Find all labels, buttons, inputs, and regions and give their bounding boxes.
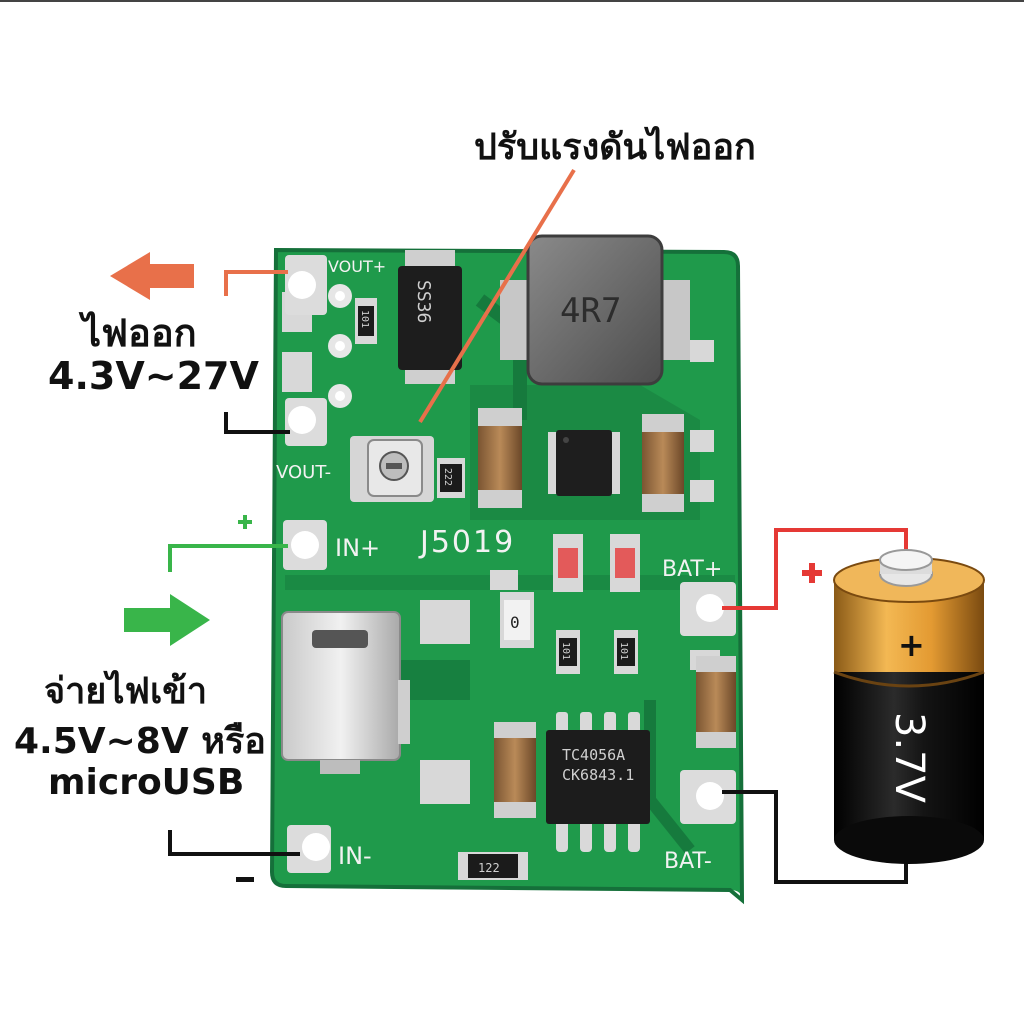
svg-text:122: 122 — [478, 861, 500, 875]
ic-marking-1: TC4056A — [562, 746, 625, 764]
charger-ic: TC4056A CK6843.1 — [546, 712, 650, 852]
adjust-output-title: ปรับแรงดันไฟออก — [474, 127, 756, 168]
input-title: จ่ายไฟเข้า — [44, 671, 208, 712]
ic-marking-2: CK6843.1 — [562, 766, 634, 784]
resistor-101-right: 101 — [614, 630, 638, 674]
inductor-marking: 4R7 — [560, 291, 621, 331]
resistor-101-top: 101 — [355, 298, 377, 344]
battery-plus-wire-mark-v — [809, 563, 815, 583]
input-plus-mark-v — [243, 515, 247, 529]
battery: + 3.7V — [833, 549, 985, 864]
battery-wires — [722, 528, 908, 884]
input-minus-mark — [236, 877, 254, 882]
capacitor-2 — [642, 414, 684, 512]
capacitor-3 — [696, 656, 736, 748]
output-wires — [224, 270, 290, 434]
resistor-0: 0 — [500, 592, 534, 648]
resistor-122: 122 — [458, 852, 528, 880]
in-plus-label: IN+ — [335, 534, 380, 562]
svg-text:101: 101 — [618, 642, 629, 660]
resistor-101-left: 101 — [556, 630, 580, 674]
output-title: ไฟออก — [82, 311, 197, 355]
arrow-left-icon — [110, 252, 194, 300]
micro-usb-connector — [281, 611, 410, 774]
battery-voltage: 3.7V — [886, 712, 932, 804]
svg-text:101: 101 — [560, 642, 571, 660]
diode-ss36: SS36 — [398, 250, 462, 384]
resistor-222: 222 — [437, 458, 465, 498]
adjust-pointer-line — [418, 168, 576, 424]
terminal-pads — [283, 255, 736, 873]
top-border-line — [0, 0, 1024, 2]
capacitor-4 — [494, 722, 536, 818]
arrow-right-icon — [124, 594, 210, 646]
inductor: 4R7 — [500, 234, 690, 386]
trimmer-potentiometer — [350, 436, 434, 502]
led-red-right — [610, 534, 640, 592]
bat-plus-label: BAT+ — [662, 557, 722, 582]
capacitor-1 — [478, 408, 522, 508]
input-wires — [168, 544, 300, 856]
in-minus-label: IN- — [338, 842, 372, 870]
vout-plus-label: VOUT+ — [328, 257, 386, 276]
input-range: 4.5V~8V หรือ — [14, 721, 266, 762]
input-usb: microUSB — [48, 762, 245, 803]
boost-ic — [548, 430, 620, 496]
bat-minus-label: BAT- — [664, 849, 712, 874]
battery-plus-mark: + — [898, 626, 925, 664]
output-range: 4.3V~27V — [48, 354, 259, 398]
model-label: J5019 — [418, 525, 515, 560]
svg-text:222: 222 — [442, 468, 453, 486]
vout-minus-label: VOUT- — [276, 462, 331, 483]
svg-text:0: 0 — [510, 613, 520, 632]
diode-marking: SS36 — [413, 280, 434, 323]
led-red-left — [553, 534, 583, 592]
svg-text:101: 101 — [359, 310, 370, 328]
